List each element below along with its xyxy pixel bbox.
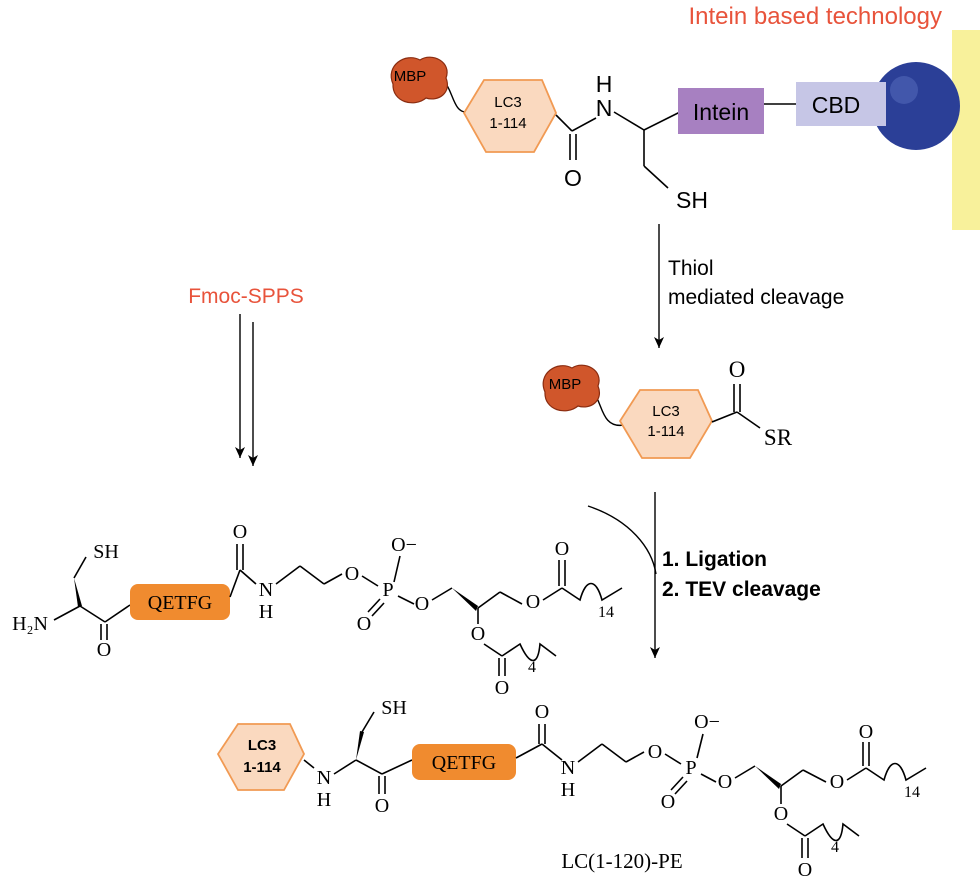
- lc3-domain-icon: LC3 1-114: [462, 79, 558, 153]
- step2-line2: 2. TEV cleavage: [662, 578, 821, 601]
- spps-label: Fmoc-SPPS: [188, 285, 304, 308]
- pep-qetfg-box: [130, 584, 230, 620]
- product-structure: LC3 1-114 N H SH O QETFG O N H O P O− O: [216, 697, 927, 881]
- amide-n: N: [596, 95, 613, 121]
- prod-h: H: [561, 779, 575, 801]
- pep-n4: 4: [528, 659, 536, 676]
- peptide-pe-structure: SH H₂N O QETFG O N H O P O− O O: [12, 521, 623, 699]
- pep-o-amide: O: [233, 521, 247, 543]
- intein-box: [678, 88, 764, 134]
- mbp-domain-icon: MBP: [390, 56, 448, 104]
- pep-o-acyl2: O: [471, 623, 485, 645]
- prod-n14: 14: [904, 784, 920, 801]
- step1-line2: mediated cleavage: [668, 286, 844, 309]
- prod-o-carbonyl: O: [375, 795, 389, 817]
- prod-o-amide: O: [535, 701, 549, 723]
- pep-o-ester: O: [345, 563, 359, 585]
- prod-o-p-link: O: [718, 771, 732, 793]
- resin-strip: [952, 30, 980, 230]
- page-title: Intein based technology: [688, 3, 942, 30]
- intein-label: Intein: [693, 99, 749, 125]
- prod-lc3-range-label: 1-114: [243, 759, 281, 776]
- pep-o-acyl1: O: [526, 591, 540, 613]
- thioester-intermediate: MBP LC3 1-114 O SR: [542, 357, 793, 459]
- prod-p: P: [685, 757, 696, 779]
- prod-n4: 4: [831, 839, 839, 856]
- thioester-sr: SR: [764, 425, 793, 450]
- pep-o-p-link: O: [415, 593, 429, 615]
- lc3-label: LC3: [494, 94, 522, 111]
- amide-h: H: [596, 71, 613, 97]
- intein-construct: MBP LC3 1-114 O N H SH Intein CBD: [390, 56, 960, 213]
- prod-o-ester: O: [648, 741, 662, 763]
- prod-h-link: H: [317, 789, 331, 811]
- step2-line1: 1. Ligation: [662, 548, 767, 571]
- prod-o-acyl2: O: [774, 803, 788, 825]
- pep-qetfg-label: QETFG: [148, 592, 212, 614]
- cys-thiol: SH: [676, 187, 708, 213]
- cbd-label: CBD: [812, 92, 861, 118]
- lc3-label-2: LC3: [652, 403, 680, 420]
- pep-o-p-double: O: [357, 613, 371, 635]
- prod-n-link: N: [317, 767, 331, 789]
- mbp-domain-icon-2: MBP: [542, 364, 600, 412]
- step1-line1: Thiol: [668, 257, 714, 280]
- mbp-label-2: MBP: [549, 376, 582, 393]
- pep-o-carbonyl: O: [97, 639, 111, 661]
- prod-n: N: [561, 757, 575, 779]
- lc3-domain-icon-2: LC3 1-114: [618, 389, 714, 459]
- pep-n: N: [259, 579, 273, 601]
- pep-h2n: H₂N: [12, 613, 48, 635]
- prod-o-acyl2-carbonyl: O: [798, 859, 812, 881]
- ligation-curve: [587, 505, 657, 575]
- prod-qetfg-label: QETFG: [432, 752, 496, 774]
- pep-h: H: [259, 601, 273, 623]
- pep-o-acyl1-carbonyl: O: [555, 538, 569, 560]
- carbonyl-o: O: [564, 165, 582, 191]
- pep-o-acyl2-carbonyl: O: [495, 677, 509, 699]
- prod-o-acyl1-carbonyl: O: [859, 721, 873, 743]
- prod-o-acyl1: O: [830, 771, 844, 793]
- prod-o-minus: O−: [694, 711, 720, 733]
- prod-lc3-label: LC3: [248, 737, 276, 754]
- prod-o-p-double: O: [661, 791, 675, 813]
- pep-p: P: [382, 579, 393, 601]
- lc3-range-label: 1-114: [489, 115, 526, 132]
- product-caption: LC(1-120)-PE: [561, 849, 682, 873]
- pep-o-minus: O−: [391, 534, 417, 556]
- lc3-range-label-2: 1-114: [647, 423, 684, 440]
- cbd-box: [796, 82, 886, 126]
- pep-sh: SH: [93, 541, 119, 563]
- thioester-o: O: [729, 357, 746, 382]
- prod-qetfg-box: [412, 744, 516, 780]
- mbp-label: MBP: [394, 68, 427, 85]
- pep-n14: 14: [598, 604, 614, 621]
- prod-sh: SH: [381, 697, 407, 719]
- lc3-domain-icon-3: LC3 1-114: [216, 723, 306, 791]
